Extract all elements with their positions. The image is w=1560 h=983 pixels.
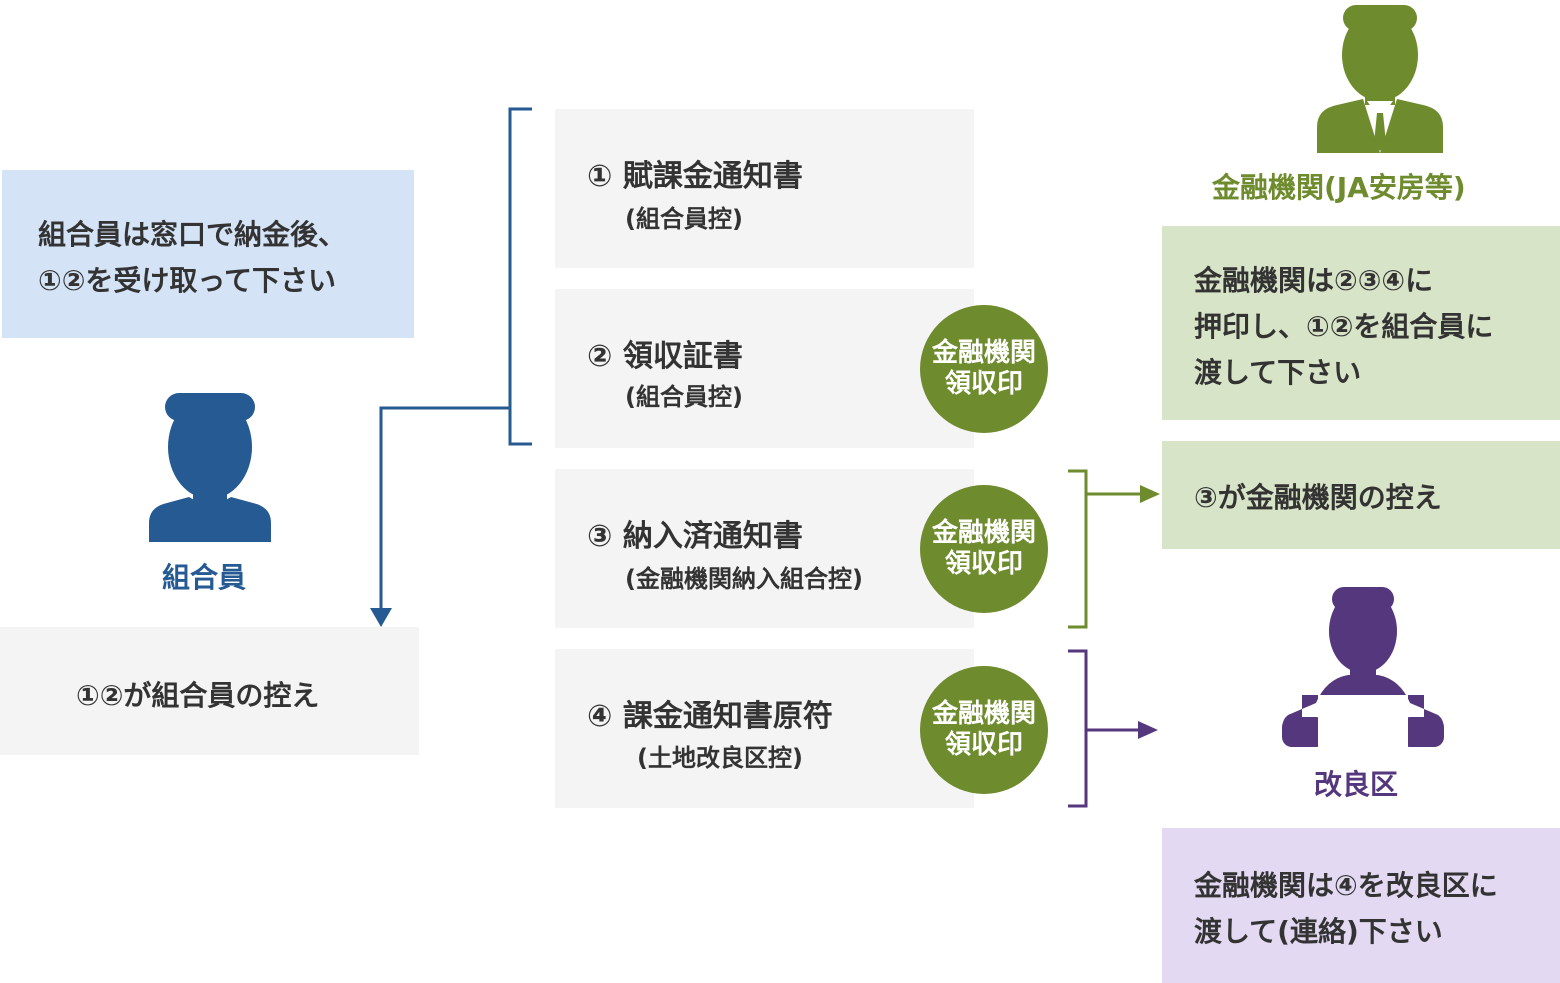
bank-instruction-box: 金融機関は②③④に 押印し、①②を組合員に 渡して下さい (1162, 226, 1560, 420)
arrowhead-to-district (1138, 721, 1158, 739)
member-keep-label: ①②が組合員の控え (76, 679, 320, 712)
member-instruction-line2: ①②を受け取って下さい (38, 264, 337, 297)
bank-stamp-line2: 領収印 (944, 730, 1023, 760)
document-2-sub: (組合員控) (625, 383, 743, 411)
member-instruction-line1: 組合員は窓口で納金後、 (38, 218, 347, 251)
document-4: ④ 課金通知書原符 (土地改良区控) (555, 649, 974, 808)
bank-stamp-doc3: 金融機関 領収印 (920, 485, 1048, 613)
document-3: ③ 納入済通知書 (金融機関納入組合控) (555, 469, 974, 628)
bank-stamp-line1: 金融機関 (931, 518, 1036, 548)
bank-label: 金融機関(JA安房等) (1212, 171, 1466, 204)
member-instruction-box: 組合員は窓口で納金後、 ①②を受け取って下さい (2, 170, 414, 338)
bank-keep-box: ③が金融機関の控え (1162, 441, 1560, 549)
document-2: ② 領収証書 (組合員控) (555, 289, 974, 448)
document-2-title: ② 領収証書 (587, 339, 743, 374)
connector-to-member (379, 406, 510, 608)
district-instruction-line2: 渡して(連絡)下さい (1194, 915, 1443, 948)
document-1-sub: (組合員控) (625, 205, 743, 233)
arrowhead-to-bank (1140, 485, 1160, 503)
bank-instruction-line1: 金融機関は②③④に (1194, 264, 1434, 297)
bank-stamp-line2: 領収印 (944, 549, 1023, 579)
bracket-bank-doc (1068, 469, 1088, 629)
document-3-sub: (金融機関納入組合控) (625, 565, 863, 593)
document-4-sub: (土地改良区控) (637, 744, 803, 772)
bracket-member-docs (508, 107, 532, 446)
bracket-district-doc (1068, 649, 1088, 808)
bank-keep-label: ③が金融機関の控え (1194, 481, 1442, 514)
office-worker-icon (1282, 587, 1444, 751)
bank-stamp-line1: 金融機関 (931, 699, 1036, 729)
district-label: 改良区 (1314, 768, 1399, 801)
bank-stamp-doc4: 金融機関 領収印 (920, 666, 1048, 794)
district-instruction-line1: 金融機関は④を改良区に (1194, 869, 1498, 902)
arrowhead-to-member (370, 608, 392, 627)
member-keep-box: ①②が組合員の控え (0, 627, 419, 755)
district-instruction-box: 金融機関は④を改良区に 渡して(連絡)下さい (1162, 828, 1560, 983)
bank-instruction-line2: 押印し、①②を組合員に (1194, 310, 1494, 343)
document-1: ① 賦課金通知書 (組合員控) (555, 109, 974, 268)
document-1-title: ① 賦課金通知書 (587, 159, 803, 194)
businessman-icon (1317, 5, 1443, 153)
bank-stamp-doc2: 金融機関 領収印 (920, 305, 1048, 433)
bank-instruction-line3: 渡して下さい (1194, 356, 1362, 389)
person-icon (149, 393, 271, 542)
bank-stamp-line1: 金融機関 (931, 338, 1036, 368)
member-label: 組合員 (162, 561, 247, 594)
bank-stamp-line2: 領収印 (944, 369, 1023, 399)
document-4-title: ④ 課金通知書原符 (587, 699, 833, 734)
document-3-title: ③ 納入済通知書 (587, 519, 803, 554)
